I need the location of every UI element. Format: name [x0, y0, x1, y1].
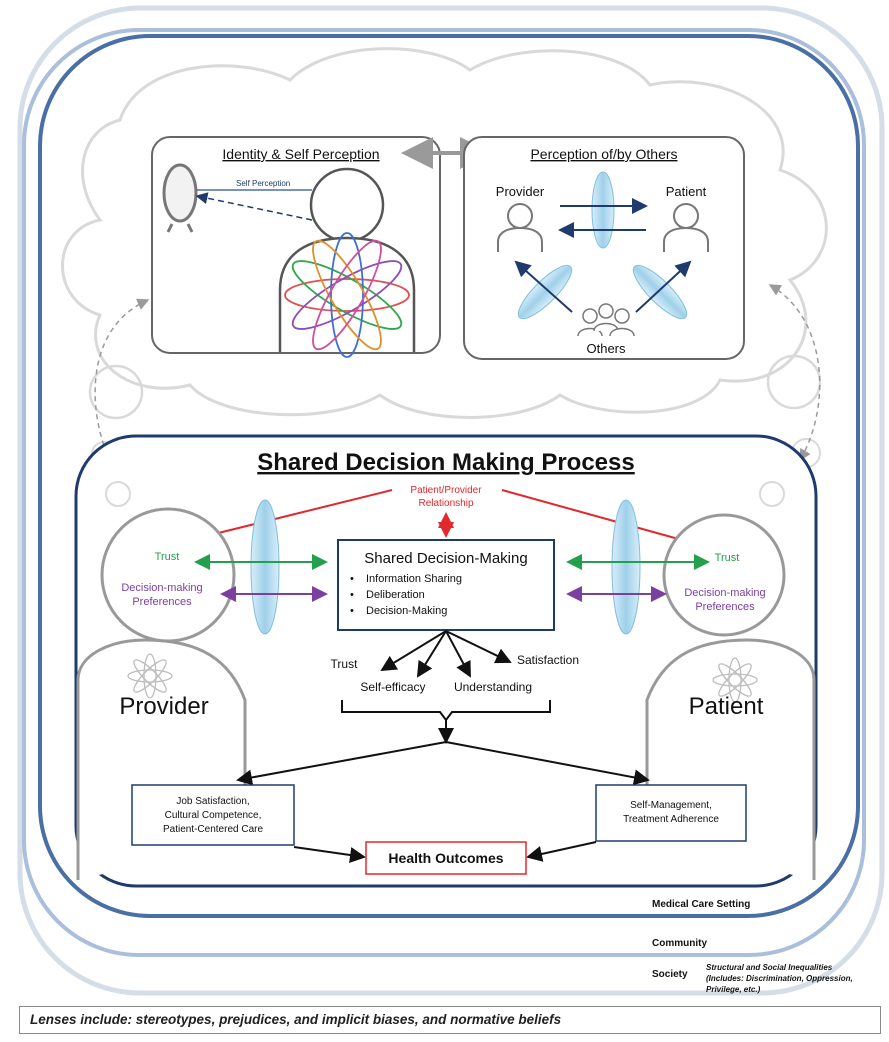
- sdm-bullet-1: Information Sharing: [366, 573, 462, 585]
- community-label: Community: [652, 938, 707, 949]
- lenses-footer-text: Lenses include: stereotypes, prejudices,…: [30, 1012, 562, 1027]
- dashed-arrow-right: [768, 284, 821, 462]
- perception-patient-label: Patient: [666, 184, 707, 199]
- society-note-line2: (Includes: Discrimination, Oppression,: [706, 974, 853, 983]
- others-to-provider-arrow: [514, 260, 573, 313]
- to-patient-outcomes-arrow: [445, 741, 650, 786]
- relationship-right-arrow: [501, 489, 702, 549]
- patient-outcomes-box: [595, 784, 747, 842]
- to-selfefficacy-arrow: [416, 630, 447, 678]
- provider-big-label: Provider: [119, 693, 208, 720]
- sdm-center-title: Shared Decision-Making: [364, 550, 527, 567]
- perception-provider-label: Provider: [496, 184, 545, 199]
- left-pref-line1: Decision-making: [121, 582, 202, 594]
- left-pref-line2: Preferences: [132, 596, 192, 608]
- health-outcomes-label: Health Outcomes: [388, 850, 503, 866]
- others-label: Others: [586, 341, 626, 356]
- society-frame: [17, 5, 885, 996]
- patient-big-label: Patient: [689, 693, 764, 720]
- others-group-icon: [577, 303, 635, 337]
- right-pref-line2: Preferences: [695, 601, 755, 613]
- perception-lens-right: [632, 264, 688, 320]
- to-provider-outcomes-arrow: [236, 741, 447, 786]
- lenses-footer: Lenses include: stereotypes, prejudices,…: [19, 1006, 881, 1034]
- thought-bubble-right: [766, 354, 822, 410]
- patient-to-health-arrow: [526, 841, 597, 862]
- provider-outcome-line2: Cultural Competence,: [165, 810, 262, 821]
- perception-lens-left: [517, 264, 573, 320]
- identity-atom-icon: [284, 232, 410, 358]
- patient-outcome-line2: Treatment Adherence: [623, 814, 719, 825]
- self-body-icon: [278, 236, 416, 352]
- relationship-label-line2: Relationship: [418, 498, 473, 509]
- others-to-patient-arrow: [635, 260, 692, 313]
- provider-outcomes-box: [131, 784, 295, 846]
- out-selfefficacy-label: Self-efficacy: [360, 680, 425, 694]
- out-understanding-label: Understanding: [454, 680, 532, 694]
- patient-head-icon: [662, 513, 786, 637]
- sdm-center-box: [337, 539, 555, 631]
- provider-figure-icon: [497, 203, 543, 252]
- svg-text:•: •: [350, 605, 354, 617]
- mirror-icon: [162, 163, 198, 223]
- sdm-bullet-2: Deliberation: [366, 589, 425, 601]
- self-head-icon: [309, 167, 385, 243]
- relationship-label-line1: Patient/Provider: [410, 485, 482, 496]
- dashed-arrow-left: [94, 298, 150, 462]
- society-label: Society: [652, 969, 688, 980]
- out-trust-label: Trust: [331, 657, 359, 671]
- society-note-line1: Structural and Social Inequalities: [706, 963, 833, 972]
- society-note-line3: Privilege, etc.): [706, 985, 761, 994]
- provider-flower-icon: [127, 653, 173, 699]
- provider-outcome-line3: Patient-Centered Care: [163, 824, 263, 835]
- sdm-lens-left: [250, 499, 280, 635]
- medical-care-frame: [38, 34, 860, 918]
- relationship-left-arrow: [188, 489, 393, 545]
- medical-care-setting-label: Medical Care Setting: [652, 899, 750, 910]
- right-trust-label: Trust: [715, 552, 740, 564]
- provider-to-health-arrow: [293, 846, 366, 863]
- perception-title: Perception of/by Others: [530, 146, 677, 162]
- patient-outcome-line1: Self-Management,: [630, 800, 712, 811]
- out-satisfaction-label: Satisfaction: [517, 653, 579, 667]
- sdm-bullet-3: Decision-Making: [366, 605, 447, 617]
- identity-title: Identity & Self Perception: [222, 146, 379, 162]
- to-satisfaction-arrow: [445, 630, 512, 664]
- provider-head-icon: [100, 507, 236, 643]
- patient-figure-icon: [663, 203, 709, 252]
- to-trust-arrow: [380, 630, 447, 672]
- health-outcomes-box: [365, 841, 527, 875]
- perception-lens-top: [591, 171, 615, 249]
- svg-text:•: •: [350, 573, 354, 585]
- self-perception-label: Self Perception: [236, 179, 290, 188]
- provider-outcome-line1: Job Satisfaction,: [176, 796, 249, 807]
- patient-flower-icon: [712, 657, 758, 703]
- community-frame: [22, 28, 866, 957]
- thought-cloud: [61, 47, 828, 419]
- svg-text:•: •: [350, 589, 354, 601]
- sdm-title: Shared Decision Making Process: [257, 449, 634, 476]
- left-trust-label: Trust: [155, 551, 180, 563]
- to-understanding-arrow: [445, 630, 471, 678]
- right-pref-line1: Decision-making: [684, 587, 765, 599]
- sdm-lens-right: [611, 499, 641, 635]
